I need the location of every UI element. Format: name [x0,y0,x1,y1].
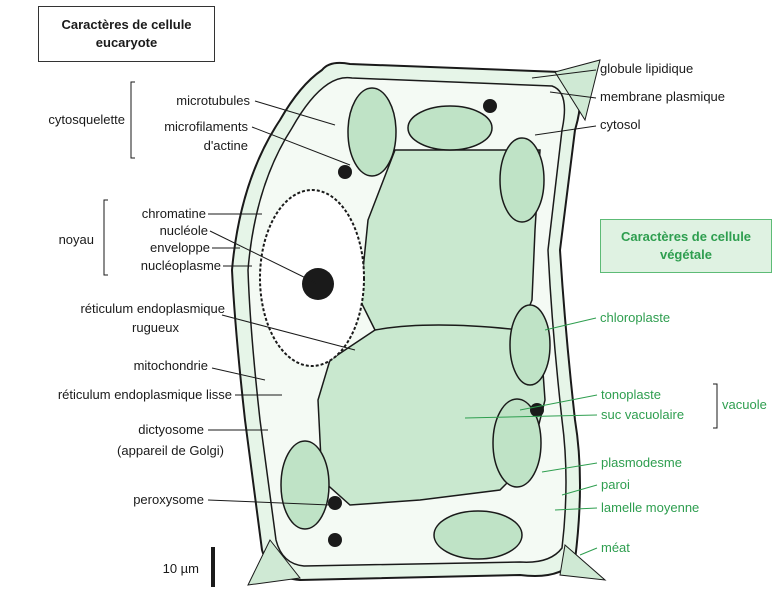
label-cytosol: cytosol [600,117,640,133]
label-membrane: membrane plasmique [600,89,725,105]
label-rer-line1: réticulum endoplasmique [80,301,225,317]
plant-box: Caractères de cellule végétale [600,219,772,273]
label-vacuole: vacuole [722,397,767,413]
eukaryote-box-label: Caractères de cellule eucaryote [52,16,202,52]
label-plasmodesme: plasmodesme [601,455,682,471]
label-lamelle: lamelle moyenne [601,500,699,516]
label-rer-line2: rugueux [132,320,179,336]
label-chromatine: chromatine [142,206,206,222]
label-suc: suc vacuolaire [601,407,684,423]
label-cytosquelette: cytosquelette [48,112,125,128]
label-meat: méat [601,540,630,556]
label-chloroplaste: chloroplaste [600,310,670,326]
label-enveloppe: enveloppe [150,240,210,256]
label-nucleole: nucléole [160,223,208,239]
meat-bottom-right [560,545,605,580]
label-globule: globule lipidique [600,61,693,77]
label-microtubules: microtubules [176,93,250,109]
label-tonoplaste: tonoplaste [601,387,661,403]
eukaryote-box: Caractères de cellule eucaryote [38,6,215,62]
scale-bar [211,547,215,587]
label-rel: réticulum endoplasmique lisse [58,387,232,403]
label-microfilaments: microfilaments [164,119,248,135]
label-noyau: noyau [59,232,94,248]
label-dictyosome: dictyosome [138,422,204,438]
label-peroxysome: peroxysome [133,492,204,508]
label-scale: 10 µm [163,561,199,577]
label-mitochondrie: mitochondrie [134,358,208,374]
plant-box-label: Caractères de cellule végétale [611,228,761,264]
label-golgi: (appareil de Golgi) [117,443,224,459]
label-nucleoplasme: nucléoplasme [141,258,221,274]
label-paroi: paroi [601,477,630,493]
label-actine: d'actine [204,138,248,154]
